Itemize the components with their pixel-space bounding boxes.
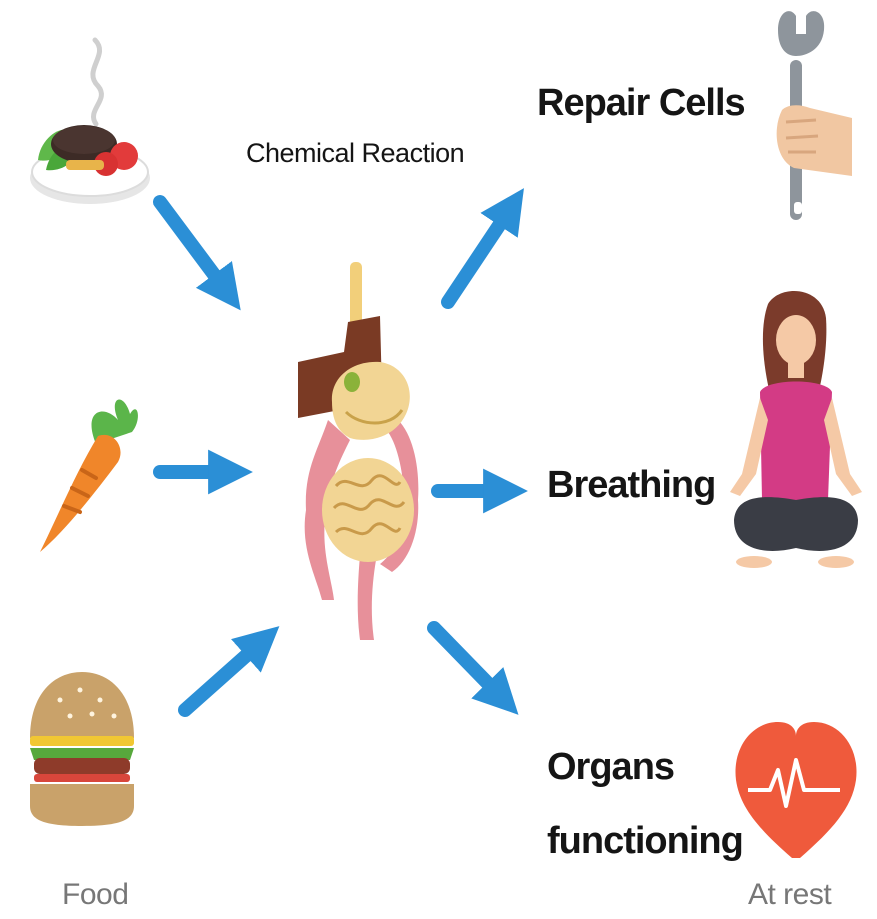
digestive-system-icon xyxy=(298,262,418,640)
caption-food: Food xyxy=(62,878,128,912)
output-label-breathing: Breathing xyxy=(547,464,715,507)
wrench-in-hand-icon xyxy=(777,11,852,220)
meditating-woman-icon xyxy=(730,291,862,568)
output-label-organs-line1: Organs xyxy=(547,746,674,788)
center-label: Chemical Reaction xyxy=(246,138,464,169)
arrow-center-to-repair xyxy=(448,203,514,302)
output-label-organs-line2: functioning xyxy=(547,820,743,862)
arrow-meal-to-center xyxy=(160,202,230,296)
heartbeat-heart-icon xyxy=(735,722,856,858)
carrot-icon xyxy=(40,400,138,552)
output-label-organs-functioning: Organs functioning xyxy=(547,730,743,878)
plated-meal-icon xyxy=(30,40,150,204)
output-label-repair-cells: Repair Cells xyxy=(537,82,745,125)
caption-at-rest: At rest xyxy=(748,878,831,912)
arrow-burger-to-center xyxy=(185,638,266,710)
arrow-center-to-organs xyxy=(434,628,506,702)
hamburger-icon xyxy=(30,672,134,826)
